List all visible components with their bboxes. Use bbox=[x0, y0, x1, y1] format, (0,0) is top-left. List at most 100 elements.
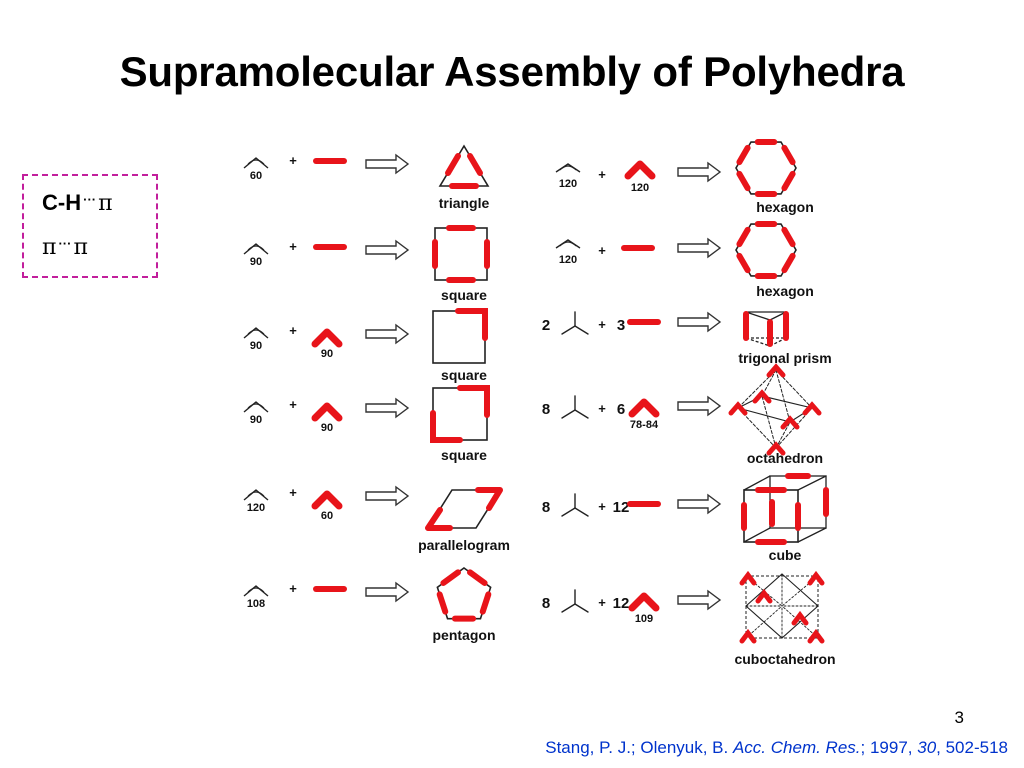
product-shape-square bbox=[432, 225, 490, 283]
reaction-arrow bbox=[365, 239, 410, 261]
angle-label: 90 bbox=[321, 348, 333, 360]
donor-bonds bbox=[243, 585, 269, 597]
red-corner-linker bbox=[430, 410, 463, 443]
product-label: octahedron bbox=[747, 450, 823, 466]
bent-linker-icon: 90 bbox=[311, 328, 343, 360]
octa-edge bbox=[761, 369, 777, 397]
reaction-arrow bbox=[677, 589, 722, 611]
reaction-arrow bbox=[365, 323, 410, 345]
cube-edge bbox=[797, 475, 827, 491]
slide-number: 3 bbox=[954, 708, 964, 727]
stoichiometry-count: 8 bbox=[542, 401, 550, 418]
red-linker-segment bbox=[736, 252, 751, 274]
angle-label: 109 bbox=[635, 613, 653, 625]
plus-sign: + bbox=[289, 581, 297, 596]
legend-pi-symbol: π bbox=[98, 191, 113, 216]
red-linker-segment bbox=[479, 591, 492, 615]
red-chevron bbox=[755, 588, 773, 604]
donor-bonds bbox=[243, 157, 269, 169]
octa-edge bbox=[737, 369, 777, 409]
reaction-arrow bbox=[365, 397, 410, 419]
red-corner-linker bbox=[455, 308, 488, 341]
donor-bond bbox=[574, 325, 589, 335]
prism-top bbox=[745, 311, 787, 321]
citation[interactable]: Stang, P. J.; Olenyuk, B. Acc. Chem. Res… bbox=[545, 738, 1008, 758]
stoichiometry-count: 8 bbox=[542, 595, 550, 612]
left-scheme-row: 60+triangle bbox=[243, 144, 489, 211]
angular-donor-icon: 120 bbox=[555, 239, 581, 266]
donor-bond bbox=[574, 409, 589, 419]
red-linker-segment bbox=[736, 226, 751, 248]
arrow-shape bbox=[677, 395, 722, 417]
donor-bonds bbox=[555, 163, 581, 173]
red-linker-segment bbox=[467, 153, 483, 176]
angle-label: 120 bbox=[559, 254, 577, 266]
polygon-outline bbox=[735, 223, 797, 277]
reaction-arrow bbox=[365, 153, 410, 175]
octa-equator bbox=[736, 395, 814, 423]
donor-bonds bbox=[243, 243, 269, 255]
product-label: square bbox=[441, 447, 487, 463]
red-linker-segment bbox=[736, 170, 751, 192]
arrow-shape bbox=[365, 153, 410, 175]
bent-linker-icon: 120 bbox=[624, 160, 656, 194]
polygon-outline bbox=[432, 310, 486, 364]
octa-edge bbox=[775, 421, 791, 449]
red-linker-segment bbox=[436, 591, 449, 615]
stoichiometry-count: 8 bbox=[542, 499, 550, 516]
legend-pi-symbol: π bbox=[73, 235, 88, 260]
plus-sign: + bbox=[598, 167, 606, 182]
angle-arc bbox=[559, 165, 577, 171]
plus-sign: + bbox=[598, 595, 606, 610]
angle-label: 90 bbox=[250, 414, 262, 426]
product-label: square bbox=[441, 367, 487, 383]
donor-bonds bbox=[555, 239, 581, 249]
bent-linker-icon: 90 bbox=[311, 402, 343, 434]
polygon-outline bbox=[434, 227, 488, 281]
angle-label: 120 bbox=[247, 502, 265, 514]
plus-sign: + bbox=[289, 153, 297, 168]
stoichiometry-count: 6 bbox=[617, 401, 625, 418]
stoichiometry-count: 12 bbox=[613, 595, 630, 612]
tridentate-donor-icon bbox=[561, 311, 589, 335]
stoichiometry-count: 3 bbox=[617, 317, 625, 334]
legend-ch-text: C-H bbox=[42, 190, 82, 215]
red-chevron bbox=[628, 592, 660, 612]
angle-label: 120 bbox=[559, 178, 577, 190]
angle-label: 60 bbox=[321, 510, 333, 522]
citation-year: ; 1997, bbox=[860, 738, 918, 757]
product-shape-cube bbox=[741, 473, 829, 545]
red-chevron bbox=[766, 441, 786, 456]
product-label: cube bbox=[769, 547, 802, 563]
arrow-shape bbox=[365, 485, 410, 507]
red-chevron bbox=[766, 363, 786, 378]
product-label: square bbox=[441, 287, 487, 303]
legend-pi-symbol: π bbox=[42, 235, 57, 260]
red-chevron bbox=[624, 160, 656, 180]
angular-donor-icon: 90 bbox=[243, 327, 269, 352]
stoichiometry-count: 12 bbox=[613, 499, 630, 516]
red-chevron bbox=[752, 389, 772, 404]
arrow-shape bbox=[365, 397, 410, 419]
donor-bond bbox=[561, 507, 576, 517]
angle-arc bbox=[247, 245, 265, 251]
right-scheme-row: 120+hexagon bbox=[555, 221, 814, 299]
red-chevron bbox=[728, 401, 748, 416]
bent-linker-icon: 78-84 bbox=[628, 398, 660, 431]
red-chevron bbox=[311, 328, 343, 348]
plus-sign: + bbox=[289, 485, 297, 500]
citation-journal: Acc. Chem. Res. bbox=[732, 738, 861, 757]
product-shape-hexagon bbox=[735, 139, 797, 197]
red-chevron bbox=[311, 402, 343, 422]
left-scheme-row: 108+pentagon bbox=[243, 567, 496, 643]
angular-donor-icon: 90 bbox=[243, 401, 269, 426]
arrow-shape bbox=[365, 581, 410, 603]
donor-bonds bbox=[243, 401, 269, 413]
angle-label: 78-84 bbox=[630, 419, 659, 431]
octa-edge bbox=[775, 369, 813, 409]
